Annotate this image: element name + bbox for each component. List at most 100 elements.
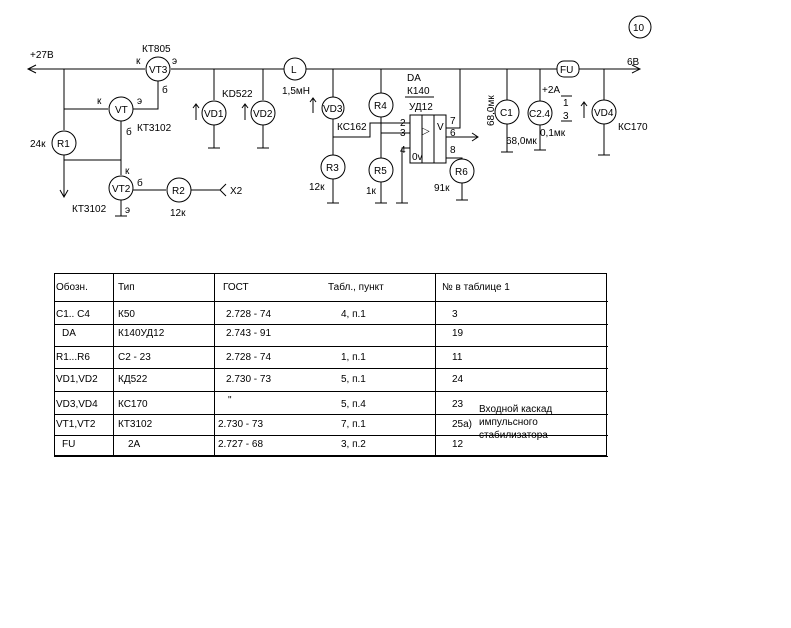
svg-text:24к: 24к — [30, 139, 46, 150]
resistor-r6: R6 91к — [434, 158, 475, 194]
diode-vd2: VD2 — [241, 100, 276, 126]
table-divider — [435, 273, 436, 457]
svg-text:КС162: КС162 — [337, 122, 367, 133]
svg-text:R5: R5 — [374, 166, 387, 177]
svg-text:R6: R6 — [455, 167, 468, 178]
svg-text:к: к — [97, 96, 102, 107]
table-row: R1...R6 С2 - 23 2.728 - 74 1, п.1 11 — [54, 346, 608, 369]
svg-text:12к: 12к — [170, 208, 186, 219]
svg-text:91к: 91к — [434, 183, 450, 194]
resistor-r4: R4 — [368, 92, 394, 118]
svg-text:б: б — [162, 84, 168, 96]
opamp-da: ▷ V DA К140 УД12 2 3 4 7 6 8 0v — [400, 73, 456, 164]
svg-text:э: э — [172, 56, 177, 67]
table-row: VT1,VT2 КТ3102 2.730 - 73 7, п.1 25а) — [54, 414, 608, 436]
transistor-vt: VT КТ3102 к э б — [97, 96, 172, 138]
note-line: стабилизатора — [479, 430, 548, 441]
table-note: Входной каскад импульсного стабилизатора — [479, 403, 552, 442]
header-type: Тип — [118, 282, 135, 293]
vt3-part: КТ805 — [142, 44, 171, 55]
svg-text:0,1мк: 0,1мк — [540, 128, 566, 139]
svg-text:C2.4: C2.4 — [529, 109, 551, 120]
svg-text:4: 4 — [400, 145, 406, 156]
resistor-r3: R3 12к — [309, 154, 346, 193]
svg-text:+2А: +2А — [542, 85, 560, 96]
resistor-r5: R5 1к — [366, 157, 394, 197]
zener-vd4: VD4 КС170 — [580, 99, 648, 133]
table-divider — [113, 273, 114, 457]
svg-text:68,0мк: 68,0мк — [506, 136, 537, 147]
resistor-r2: R2 12к — [166, 177, 192, 219]
table-row: DA К140УД12 2.743 - 91 19 — [54, 324, 608, 347]
svg-text:R2: R2 — [172, 186, 185, 197]
svg-text:VD4: VD4 — [594, 108, 614, 119]
fuse-fu: FU +2А — [542, 60, 580, 96]
table-header-row: Обозн. Тип ГОСТ Табл., пункт № в таблице… — [54, 273, 608, 302]
svg-text:к: к — [125, 166, 130, 177]
zener-vd3: VD3 КС162 — [309, 96, 367, 133]
svg-text:VT3: VT3 — [149, 65, 168, 76]
svg-text:6: 6 — [450, 128, 456, 139]
svg-text:VD1: VD1 — [204, 109, 224, 120]
table-divider — [214, 273, 215, 457]
svg-text:б: б — [137, 177, 143, 189]
table-row: FU 2А 2.727 - 68 3, п.2 12 — [54, 435, 608, 457]
svg-text:э: э — [137, 96, 142, 107]
header-table-number: № в таблице 1 — [442, 282, 510, 293]
svg-text:R1: R1 — [57, 139, 70, 150]
svg-text:7: 7 — [450, 116, 456, 127]
capacitor-c1: C1 68,0мк 68,0мк — [486, 95, 537, 147]
svg-text:C1: C1 — [500, 108, 513, 119]
opamp-designator: DA — [407, 73, 421, 84]
transistor-vt3: VT3 КТ805 к э б — [136, 44, 177, 97]
svg-text:R4: R4 — [374, 101, 387, 112]
connector-x2-label: X2 — [230, 186, 243, 197]
svg-text:V: V — [437, 122, 444, 133]
header-gost: ГОСТ — [223, 282, 249, 293]
svg-text:1к: 1к — [366, 186, 377, 197]
table-row: C1.. C4 К50 2.728 - 74 4, п.1 3 — [54, 301, 608, 325]
top-rail — [26, 64, 642, 74]
svg-text:VD3: VD3 — [323, 104, 343, 115]
note-line: импульсного — [479, 417, 538, 428]
svg-text:КС170: КС170 — [618, 122, 648, 133]
table-row: VD1,VD2 КД522 2.730 - 73 5, п.1 24 — [54, 368, 608, 392]
resistor-r1: R1 24к — [30, 130, 77, 156]
header-table-item: Табл., пункт — [328, 282, 384, 293]
svg-text:R3: R3 — [326, 163, 339, 174]
svg-text:3: 3 — [400, 128, 406, 139]
connector-x2 — [219, 183, 227, 197]
svg-text:б: б — [126, 126, 132, 138]
svg-text:2: 2 — [400, 118, 406, 129]
sheet-number-marker: 10 — [628, 15, 652, 39]
svg-text:FU: FU — [560, 65, 573, 76]
diode-vd1: VD1 — [192, 100, 227, 126]
note-line: Входной каскад — [479, 404, 553, 415]
table-row: VD3,VD4 КС170 " 5, п.4 23 — [54, 391, 608, 415]
vt-part: КТ3102 — [137, 123, 172, 134]
vt2-part: КТ3102 — [72, 204, 107, 215]
supply-out-label: 6В — [627, 57, 640, 68]
capacitor-c2: C2.4 1 3 0,1мк — [527, 98, 569, 139]
svg-text:12к: 12к — [309, 182, 325, 193]
svg-text:▷: ▷ — [422, 126, 430, 137]
header-designation: Обозн. — [56, 282, 88, 293]
svg-text:VT: VT — [115, 105, 128, 116]
inductor-l: L 1,5мН — [282, 57, 310, 97]
sheet-number: 10 — [633, 23, 645, 34]
svg-text:VT2: VT2 — [112, 184, 131, 195]
transistor-vt2: VT2 КТ3102 к э б — [72, 166, 143, 216]
svg-text:8: 8 — [450, 145, 456, 156]
svg-text:1,5мН: 1,5мН — [282, 86, 310, 97]
vd-part-label: KD522 — [222, 89, 253, 100]
svg-text:УД12: УД12 — [409, 102, 433, 113]
svg-text:3: 3 — [563, 111, 569, 122]
svg-text:L: L — [291, 65, 297, 76]
svg-text:э: э — [125, 205, 130, 216]
circuit-schematic: 10 +27В 6В VT3 КТ805 к э б R1 24к VT КТ3… — [26, 15, 652, 219]
svg-text:К140: К140 — [407, 86, 430, 97]
svg-text:VD2: VD2 — [253, 109, 273, 120]
supply-in-label: +27В — [30, 50, 54, 61]
svg-text:0v: 0v — [412, 152, 423, 163]
svg-text:1: 1 — [563, 98, 569, 109]
